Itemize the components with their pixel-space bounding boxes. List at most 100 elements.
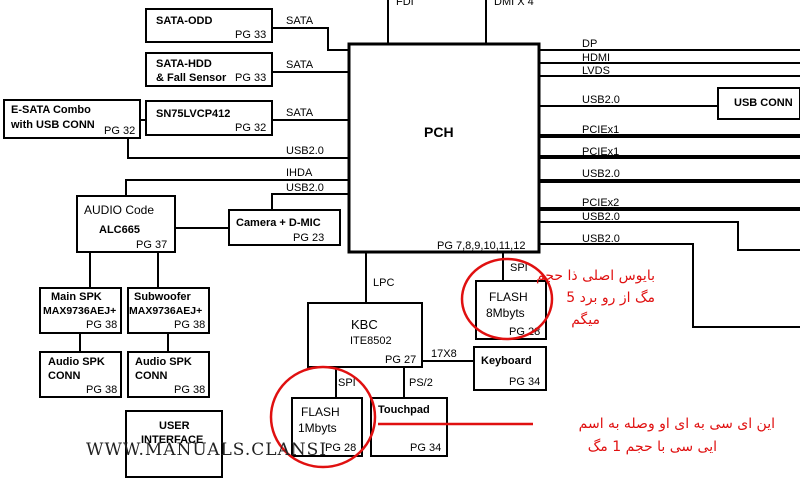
audio-spk-conn-2 — [127, 351, 210, 398]
user-interface-name1: USER — [159, 420, 190, 432]
audio-spk-conn-1-pg: PG 38 — [86, 384, 117, 396]
user-interface-name2: INTERFACE — [141, 434, 203, 446]
pch-pg: PG 7,8,9,10,11,12 — [437, 240, 525, 252]
lpc-label: LPC — [373, 277, 394, 289]
touchpad-name: Touchpad — [378, 404, 430, 416]
fdi-label: FDI — [396, 0, 414, 8]
camera-block — [228, 209, 341, 246]
bios-spi-label: SPI — [510, 262, 528, 274]
sata-hdd-block — [145, 52, 273, 87]
watermark: WWW.MANUALS.CLANSI — [86, 440, 327, 460]
subwoofer-pg: PG 38 — [174, 319, 205, 331]
audio-spk-conn-2-name2: CONN — [135, 370, 167, 382]
camera-name: Camera + D-MIC — [236, 217, 321, 229]
bios-flash-size: 8Mbyts — [486, 306, 525, 320]
keyboard-bus: 17X8 — [431, 348, 457, 360]
keyboard-name: Keyboard — [481, 355, 532, 367]
esata-bus: USB2.0 — [286, 145, 324, 157]
touchpad-pg: PG 34 — [410, 442, 441, 454]
camera-pg: PG 23 — [293, 232, 324, 244]
esata-name2: with USB CONN — [10, 119, 95, 131]
bios-flash-pg: PG 28 — [509, 326, 540, 338]
pch-block — [347, 42, 541, 254]
esata-usb-link — [127, 138, 349, 159]
subwoofer-name2: MAX9736AEJ+ — [129, 305, 202, 317]
bus-usb-d-label: USB2.0 — [582, 211, 620, 223]
audio-spk-conn-2-pg: PG 38 — [174, 384, 205, 396]
kbc-flash-size: 1Mbyts — [298, 421, 337, 435]
audio-spk-conn-2-name1: Audio SPK — [135, 356, 192, 368]
sn75-name: SN75LVCP412 — [156, 108, 230, 120]
kbc-spi-label: SPI — [338, 377, 356, 389]
audio-spk-conn-1-name1: Audio SPK — [48, 356, 105, 368]
kbc-note-line2: ایی سی با حجم 1 مگ — [588, 438, 717, 455]
bus-dp-label: DP — [582, 38, 597, 50]
esata-block — [3, 99, 141, 139]
kbc-flash-block — [291, 397, 363, 457]
bus-hdmi-label: HDMI — [582, 52, 610, 64]
bios-flash-block — [475, 280, 547, 340]
sata-odd-bus: SATA — [286, 15, 314, 27]
kbc-flash-name: FLASH — [301, 405, 340, 419]
kbc-block — [307, 302, 423, 368]
sata-hdd-pg: PG 33 — [235, 72, 266, 84]
bus-usb-d — [539, 221, 800, 251]
sata-odd-pg: PG 33 — [235, 29, 266, 41]
bus-pciex2-label: PCIEx2 — [582, 197, 619, 209]
kbc-note-line1: این ای سی به ای او وصله به اسم — [579, 416, 775, 432]
bus-pciex1-a-label: PCIEx1 — [582, 124, 619, 136]
dmi-label: DMI X 4 — [494, 0, 534, 8]
kbc-chip: ITE8502 — [350, 335, 392, 347]
main-spk-name2: MAX9736AEJ+ — [43, 305, 116, 317]
sn75-pg: PG 32 — [235, 122, 266, 134]
usb-conn-name: USB CONN — [734, 97, 793, 109]
kbc-name: KBC — [351, 317, 378, 332]
esata-pg: PG 32 — [104, 125, 135, 137]
audio-codec-block — [76, 195, 176, 253]
ihda-label: IHDA — [286, 167, 313, 179]
usb-conn-block — [717, 87, 800, 120]
main-spk-block — [39, 287, 122, 334]
bios-note-line3: میگم — [571, 311, 600, 328]
bus-usb-c-label: USB2.0 — [582, 168, 620, 180]
sata-odd-link — [272, 27, 349, 51]
sata-hdd-name2: & Fall Sensor — [156, 72, 227, 84]
audio-codec-chip: ALC665 — [99, 224, 140, 236]
user-interface-block — [125, 410, 223, 478]
audio-spk-conn-1-name2: CONN — [48, 370, 80, 382]
main-spk-pg: PG 38 — [86, 319, 117, 331]
sata-hdd-name1: SATA-HDD — [156, 58, 212, 70]
camera-usb-label: USB2.0 — [286, 182, 324, 194]
sata-odd-name: SATA-ODD — [156, 15, 212, 27]
bios-note-line2: 5 مگ از رو برد — [566, 289, 655, 306]
kbc-flash-pg: PG 28 — [325, 442, 356, 454]
main-spk-name1: Main SPK — [51, 291, 102, 303]
esata-name1: E-SATA Combo — [11, 104, 91, 116]
subwoofer-name1: Subwoofer — [134, 291, 192, 303]
bios-note-line1: بایوس اصلی ذا حجم — [536, 268, 655, 284]
audio-spk-conn-1 — [39, 351, 122, 398]
ihda-link — [125, 179, 349, 196]
keyboard-block — [473, 346, 547, 391]
touchpad-block — [370, 397, 448, 457]
bus-lvds-label: LVDS — [582, 65, 610, 77]
bios-flash-name: FLASH — [489, 290, 528, 304]
keyboard-pg: PG 34 — [509, 376, 540, 388]
bus-usb-e-label: USB2.0 — [582, 233, 620, 245]
camera-usb-link — [271, 193, 349, 210]
sn75-block — [145, 100, 273, 136]
audio-codec-name: AUDIO Code — [84, 203, 154, 217]
bus-usb-e — [539, 243, 800, 328]
bus-usb-conn-label: USB2.0 — [582, 94, 620, 106]
bios-flash-highlight — [460, 257, 554, 341]
pch-title: PCH — [424, 124, 454, 140]
touchpad-bus: PS/2 — [409, 377, 433, 389]
kbc-flash-highlight — [269, 365, 377, 469]
bus-pciex1-b-label: PCIEx1 — [582, 146, 619, 158]
sata-hdd-bus: SATA — [286, 59, 314, 71]
kbc-pg: PG 27 — [385, 354, 416, 366]
audio-codec-pg: PG 37 — [136, 239, 167, 251]
sata-odd-block — [145, 8, 273, 43]
sn75-bus: SATA — [286, 107, 314, 119]
